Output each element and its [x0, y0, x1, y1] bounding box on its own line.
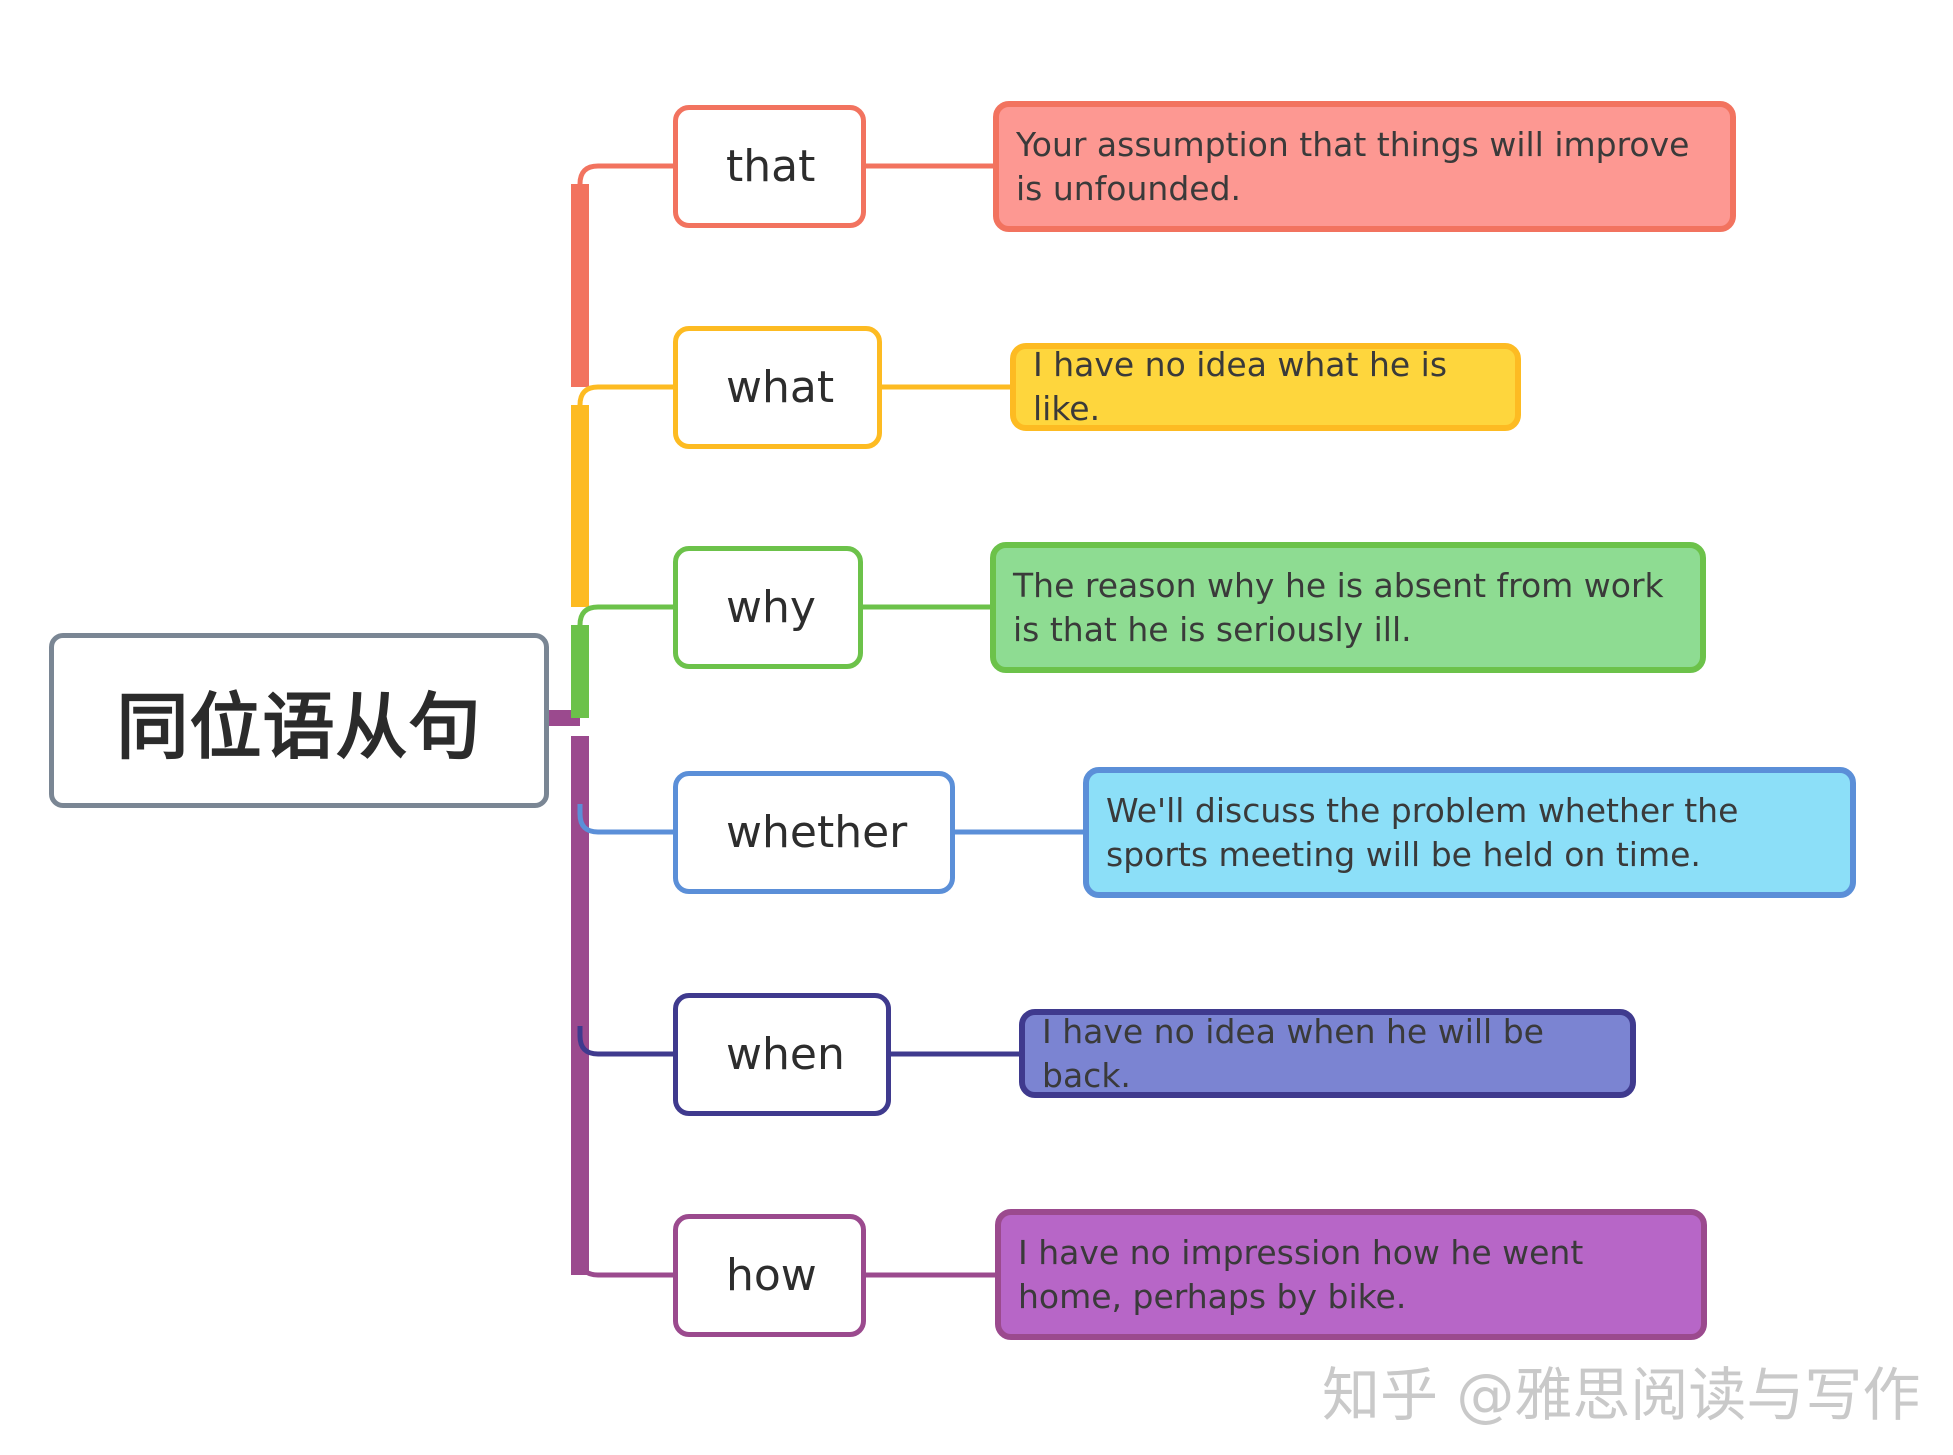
example-node-how: I have no impression how he went home, p… — [995, 1209, 1707, 1340]
keyword-node-that: that — [673, 105, 866, 228]
example-node-why: The reason why he is absent from work is… — [990, 542, 1706, 673]
keyword-node-what: what — [673, 326, 882, 449]
keyword-node-whether: whether — [673, 771, 955, 894]
keyword-label: why — [726, 582, 816, 633]
keyword-label: what — [726, 362, 835, 413]
example-node-that: Your assumption that things will improve… — [993, 101, 1736, 232]
keyword-node-how: how — [673, 1214, 866, 1337]
branch-line-whether — [577, 804, 673, 835]
branch-line-that — [577, 163, 673, 194]
example-text: The reason why he is absent from work is… — [1013, 565, 1664, 649]
keyword-node-why: why — [673, 546, 863, 669]
branch-line-how — [577, 1247, 673, 1278]
example-text: I have no impression how he went home, p… — [1018, 1232, 1584, 1316]
branch-line-why — [577, 604, 673, 635]
keyword-node-when: when — [673, 993, 891, 1116]
example-text: Your assumption that things will improve… — [1016, 124, 1690, 208]
root-node: 同位语从句 — [49, 633, 549, 808]
root-label: 同位语从句 — [116, 685, 482, 769]
example-text: I have no idea when he will be back. — [1042, 1011, 1544, 1095]
branch-line-what — [577, 384, 673, 415]
example-node-what: I have no idea what he is like. — [1010, 343, 1521, 431]
branch-line-when — [577, 1026, 673, 1057]
keyword-label: when — [726, 1029, 845, 1080]
example-text: I have no idea what he is like. — [1033, 345, 1448, 428]
example-node-when: I have no idea when he will be back. — [1019, 1009, 1636, 1098]
keyword-label: that — [726, 141, 816, 192]
example-node-whether: We'll discuss the problem whether the sp… — [1083, 767, 1856, 898]
example-text: We'll discuss the problem whether the sp… — [1106, 790, 1739, 874]
watermark: 知乎 @雅思阅读与写作 — [1322, 1361, 1921, 1429]
keyword-label: whether — [726, 807, 908, 858]
keyword-label: how — [726, 1250, 817, 1301]
